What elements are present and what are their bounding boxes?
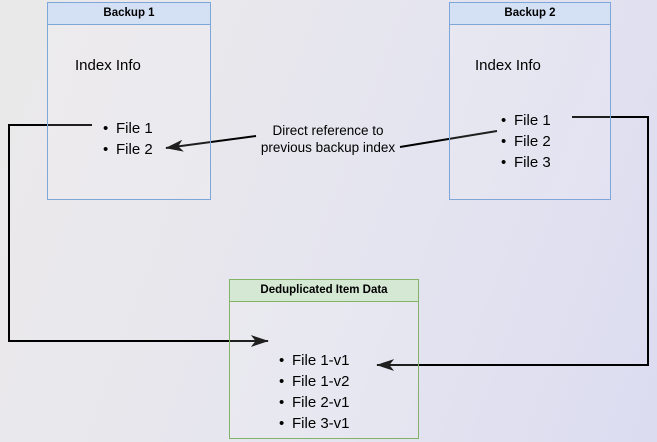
node-deduplicated-item-data-file-list: File 1-v1 File 1-v2 File 2-v1 File 3-v1 <box>276 350 349 434</box>
node-backup-1-file-list: File 1 File 2 <box>100 118 153 160</box>
edge-label-line-2: previous backup index <box>260 140 396 155</box>
list-item: File 2 <box>501 131 551 152</box>
node-backup-2[interactable]: Backup 2 Index Info File 1 File 2 File 3 <box>449 2 611 200</box>
list-item: File 1 <box>501 110 551 131</box>
node-deduplicated-item-data-body: File 1-v1 File 1-v2 File 2-v1 File 3-v1 <box>230 302 418 438</box>
edge-label-direct-reference: Direct reference to previous backup inde… <box>248 122 408 156</box>
edge-label-line-1: Direct reference to <box>272 123 384 138</box>
list-item: File 1-v2 <box>279 371 349 392</box>
list-item: File 3 <box>501 152 551 173</box>
node-backup-2-body: Index Info File 1 File 2 File 3 <box>450 25 610 199</box>
node-backup-2-header: Backup 2 <box>450 3 610 25</box>
node-backup-1-body: Index Info File 1 File 2 <box>48 25 210 199</box>
list-item: File 3-v1 <box>279 413 349 434</box>
node-backup-1[interactable]: Backup 1 Index Info File 1 File 2 <box>47 2 211 200</box>
list-item: File 2-v1 <box>279 392 349 413</box>
list-item: File 1 <box>103 118 153 139</box>
node-deduplicated-item-data-header: Deduplicated Item Data <box>230 280 418 302</box>
node-backup-1-header: Backup 1 <box>48 3 210 25</box>
node-backup-1-subtitle: Index Info <box>75 57 141 74</box>
node-backup-2-subtitle: Index Info <box>475 57 541 74</box>
node-backup-2-file-list: File 1 File 2 File 3 <box>498 110 551 173</box>
node-deduplicated-item-data[interactable]: Deduplicated Item Data File 1-v1 File 1-… <box>229 279 419 439</box>
list-item: File 1-v1 <box>279 350 349 371</box>
list-item: File 2 <box>103 139 153 160</box>
